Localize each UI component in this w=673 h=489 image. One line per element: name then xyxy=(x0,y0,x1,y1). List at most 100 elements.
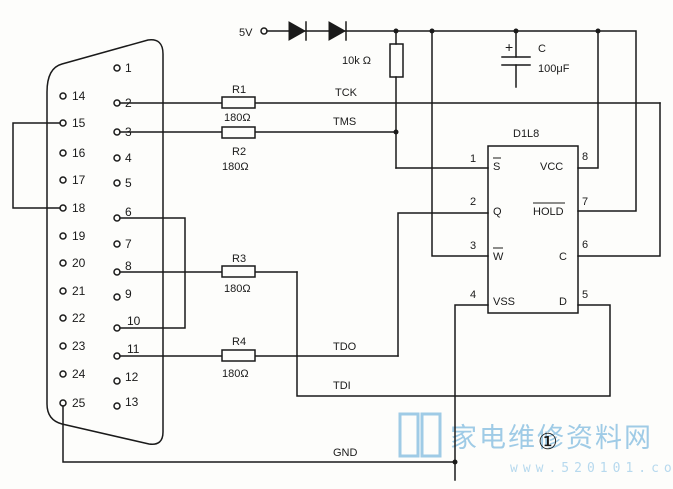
supply-label: 5V xyxy=(239,27,253,39)
ic-pin-label-vss: VSS xyxy=(493,296,515,308)
figure-number: ① xyxy=(538,429,558,454)
pin-circle xyxy=(113,352,121,360)
pin-circle xyxy=(59,92,67,100)
connector-pin-5: 5 xyxy=(125,176,132,190)
connector-pin-15: 15 xyxy=(72,116,86,130)
pin-circle xyxy=(113,268,121,276)
pin-circle xyxy=(59,232,67,240)
ic-pin-label-c: C xyxy=(559,251,567,263)
watermark: 家电维修资料网 www.520101.com xyxy=(398,412,673,476)
wire-rail-to-w xyxy=(431,30,489,257)
wire-gnd xyxy=(62,405,456,463)
pin-circle xyxy=(113,293,121,301)
pin-circle xyxy=(59,259,67,267)
resistor-r2-value: 180Ω xyxy=(222,161,249,173)
pin-circle xyxy=(113,154,121,162)
watermark-url: www.520101.com xyxy=(510,461,673,476)
ic-pin-num-1: 1 xyxy=(470,153,476,165)
connector-pin-10: 10 xyxy=(127,314,141,328)
connector-pin-17: 17 xyxy=(72,173,86,187)
signal-tdo-label: TDO xyxy=(333,341,357,353)
ic-pin-label-s: S xyxy=(493,161,500,173)
ic-pin-num-6: 6 xyxy=(582,239,588,251)
ic-pin-label-hold: HOLD xyxy=(533,206,564,218)
pin-circle xyxy=(59,176,67,184)
connector-pin-18: 18 xyxy=(72,201,86,215)
signal-gnd-label: GND xyxy=(333,447,358,459)
pin-circle xyxy=(113,214,121,222)
wire-tdo-to-q xyxy=(397,212,489,357)
junction-dot xyxy=(393,28,399,34)
signal-tck-label: TCK xyxy=(335,87,358,99)
connector-pin-16: 16 xyxy=(72,146,86,160)
signal-tdi-label: TDI xyxy=(333,380,351,392)
pin-circle xyxy=(59,342,67,350)
capacitor-value: 100μF xyxy=(538,63,570,75)
resistor-r4 xyxy=(221,349,256,362)
pin-circle xyxy=(113,99,121,107)
diode-1 xyxy=(288,21,307,41)
pin-circle xyxy=(113,179,121,187)
pin-circle xyxy=(113,64,121,72)
connector-pin-1: 1 xyxy=(125,61,132,75)
pin-circle xyxy=(59,370,67,378)
wire-vss-to-gnd xyxy=(454,304,489,481)
resistor-r2 xyxy=(221,126,256,139)
connector-pin-22: 22 xyxy=(72,311,86,325)
ic-pin-num-8: 8 xyxy=(582,151,588,163)
resistor-r3-name: R3 xyxy=(232,253,246,265)
pin-circle xyxy=(113,240,121,248)
capacitor-polarity: + xyxy=(505,39,513,55)
pin-circle xyxy=(59,399,67,407)
ic-left-pins: 1 2 3 4 S Q W VSS xyxy=(470,153,515,308)
ic-pin-label-q: Q xyxy=(493,206,502,218)
supply-terminal xyxy=(260,27,268,35)
pin-circle xyxy=(113,377,121,385)
pin-circle xyxy=(59,287,67,295)
connector-pin-12: 12 xyxy=(125,370,139,384)
connector-pin-6: 6 xyxy=(125,205,132,219)
junction-dot xyxy=(452,459,458,465)
pin-circle xyxy=(113,402,121,410)
ic-d1l8-body xyxy=(487,145,579,314)
connector-pin-8: 8 xyxy=(125,259,132,273)
watermark-logo xyxy=(398,412,442,458)
resistor-r4-value: 180Ω xyxy=(222,368,249,380)
connector-pin-7: 7 xyxy=(125,237,132,251)
resistor-r4-name: R4 xyxy=(232,336,246,348)
resistor-r3 xyxy=(221,265,256,278)
wire-tdi xyxy=(296,271,611,397)
connector-left-pins: 14 15 16 17 18 19 20 21 22 23 24 25 xyxy=(59,89,86,410)
ic-pin-label-vcc: VCC xyxy=(540,161,563,173)
resistor-r3-value: 180Ω xyxy=(224,283,251,295)
junction-dot xyxy=(393,129,399,135)
pull-up-resistor xyxy=(389,43,404,78)
pin-circle xyxy=(59,314,67,322)
connector-pin-14: 14 xyxy=(72,89,86,103)
signal-tms-label: TMS xyxy=(333,116,356,128)
wire-tck-to-c xyxy=(577,102,661,257)
wire-rail-to-vcc xyxy=(577,30,599,169)
pin-circle xyxy=(113,324,121,332)
ic-pin-num-7: 7 xyxy=(582,196,588,208)
ic-pin-num-4: 4 xyxy=(470,289,476,301)
pin-circle xyxy=(59,204,67,212)
connector-pin-21: 21 xyxy=(72,284,86,298)
pin-circle xyxy=(59,119,67,127)
resistor-r1-value: 180Ω xyxy=(224,112,251,124)
connector-pin-9: 9 xyxy=(125,287,132,301)
wire-pin6-pin10-loop xyxy=(119,217,186,329)
ic-pin-num-5: 5 xyxy=(582,289,588,301)
resistor-r2-name: R2 xyxy=(232,146,246,158)
connector-pin-19: 19 xyxy=(72,229,86,243)
ic-right-pins: 8 7 6 5 VCC HOLD C D xyxy=(533,151,588,308)
connector-pin-4: 4 xyxy=(125,151,132,165)
junction-dot xyxy=(513,28,519,34)
db25-connector-outline xyxy=(46,39,164,445)
resistor-r1-name: R1 xyxy=(232,84,246,96)
connector-pin-11: 11 xyxy=(127,342,140,356)
watermark-text: 家电维修资料网 xyxy=(450,423,653,454)
diode-2 xyxy=(328,21,347,41)
